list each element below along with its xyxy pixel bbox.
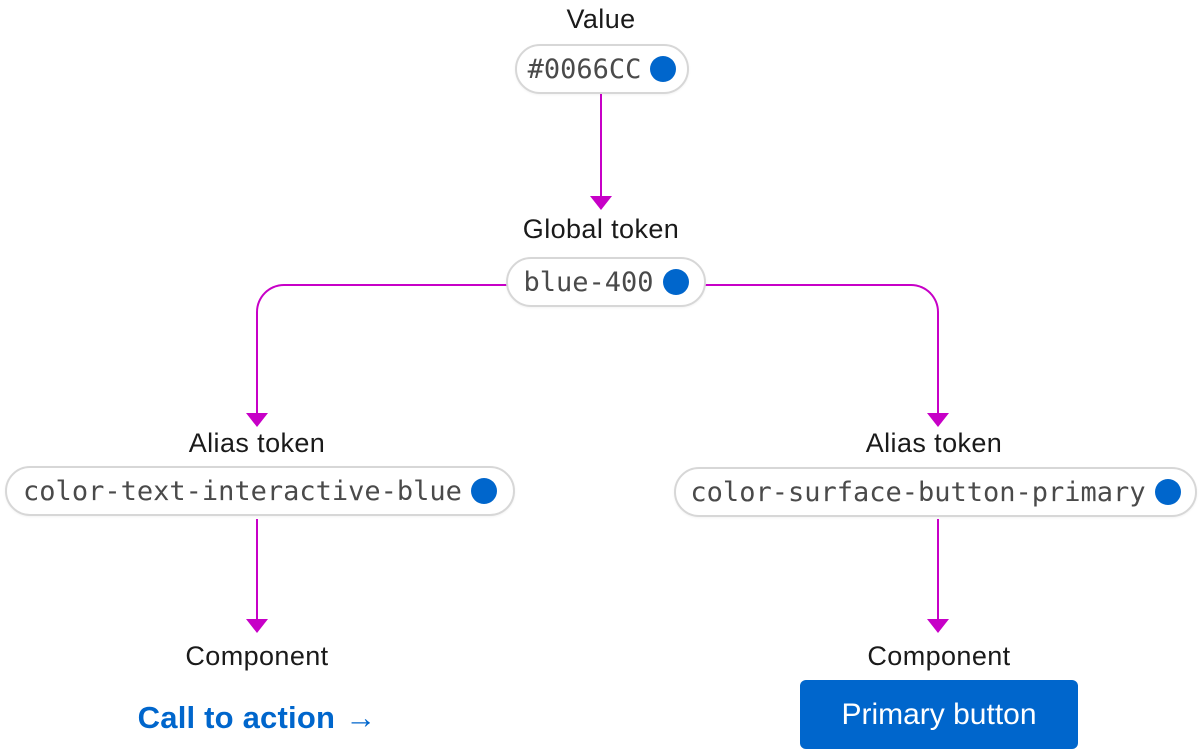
arrow-down-icon [246, 619, 268, 633]
alias-token-label-right: Alias token [865, 428, 1003, 458]
component-label-left: Component [185, 641, 329, 671]
color-swatch-dot [662, 269, 689, 295]
connector-value-to-global [599, 94, 603, 196]
component-label-right: Component [867, 641, 1011, 671]
global-token-label: Global token [522, 214, 680, 244]
value-token-pill: #0066CC [515, 44, 689, 94]
alias-token-label-left: Alias token [188, 428, 326, 458]
arrow-right-icon: → [345, 700, 377, 735]
global-token-pill: blue-400 [506, 257, 706, 307]
arrow-down-icon [927, 619, 949, 633]
connector-alias-left-to-component [255, 519, 259, 619]
call-to-action-link[interactable]: Call to action → [97, 698, 417, 738]
value-token-text: #0066CC [527, 53, 642, 85]
value-label: Value [566, 4, 636, 34]
color-swatch-dot [650, 56, 677, 82]
call-to-action-text: Call to action [137, 700, 336, 735]
color-swatch-dot [470, 478, 497, 504]
primary-button[interactable]: Primary button [800, 680, 1078, 749]
arrow-down-icon [590, 196, 612, 210]
color-swatch-dot [1154, 479, 1181, 505]
alias-token-pill-left: color-text-interactive-blue [5, 466, 515, 516]
alias-token-pill-right: color-surface-button-primary [674, 467, 1197, 517]
connector-alias-right-to-component [936, 519, 940, 619]
arrow-down-icon [927, 413, 949, 427]
arrow-down-icon [246, 413, 268, 427]
alias-token-text-right: color-surface-button-primary [690, 476, 1146, 508]
global-token-text: blue-400 [523, 266, 654, 298]
alias-token-text-left: color-text-interactive-blue [23, 475, 462, 507]
primary-button-label: Primary button [841, 697, 1037, 731]
